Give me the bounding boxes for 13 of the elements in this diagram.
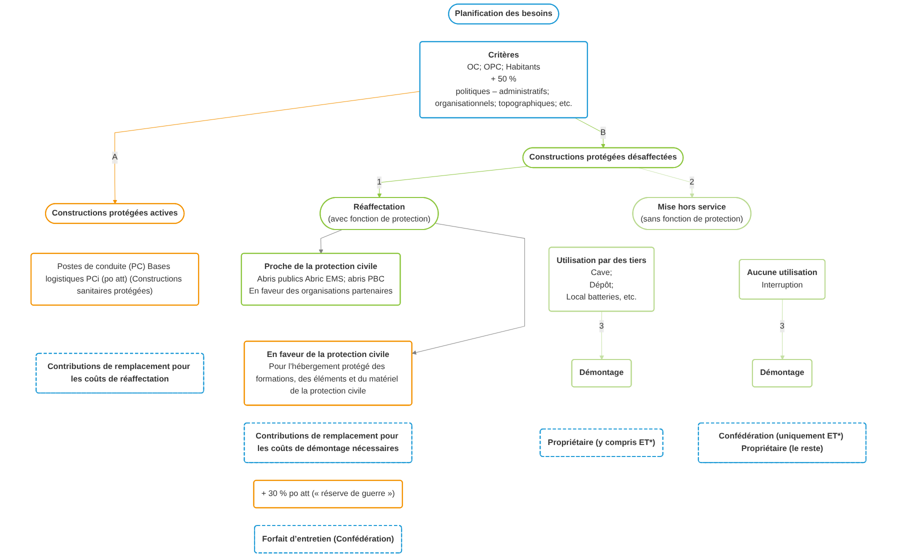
edge-label: 1 (376, 178, 382, 187)
edge-label: 3 (599, 322, 604, 330)
arrow (318, 230, 342, 254)
edge-label: 2 (690, 178, 694, 187)
edge-label: A (112, 153, 118, 162)
arrow (412, 223, 525, 355)
arrow (112, 91, 420, 204)
arrow (574, 118, 606, 148)
edge-label: 3 (780, 322, 784, 330)
arrow (780, 299, 785, 360)
arrow (600, 311, 604, 360)
edge-label: B (600, 128, 606, 137)
arrow (377, 166, 528, 198)
